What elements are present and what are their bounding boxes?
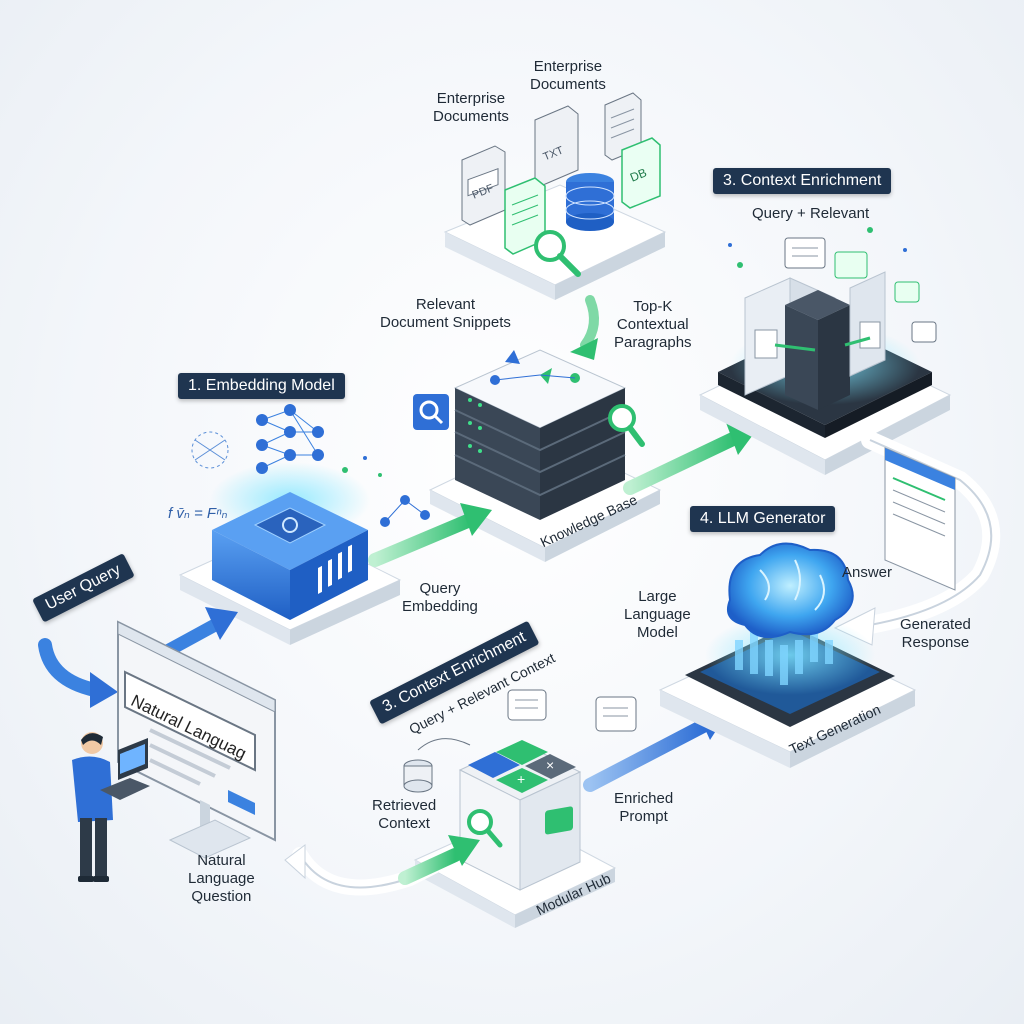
chat-bubble-hub-icon xyxy=(507,689,637,732)
search-tile-icon xyxy=(413,394,449,430)
query-relevant-top-label: Query + Relevant xyxy=(752,205,870,222)
hub-magnifier-icon xyxy=(467,809,503,848)
arrow-docs-to-kb xyxy=(580,295,599,350)
brain-icon xyxy=(726,542,854,639)
context-enrichment-top-badge: 3. Context Enrichment xyxy=(713,168,892,194)
decorative-dots xyxy=(342,227,907,477)
arrow-context-to-llm xyxy=(833,431,1001,646)
svg-text:+: + xyxy=(517,771,525,787)
svg-text:×: × xyxy=(546,757,554,773)
context-enrichment-top-server xyxy=(744,271,886,410)
neural-network-icon xyxy=(256,404,324,474)
generated-response-document-icon xyxy=(884,447,956,591)
embedding-model-badge: 1. Embedding Model xyxy=(178,373,345,399)
modular-hub-cube: + × xyxy=(458,740,582,891)
answer-label: Answer xyxy=(842,564,893,581)
chat-bubble-icon xyxy=(784,237,937,343)
person-with-laptop xyxy=(72,732,150,882)
magnifier-icon xyxy=(534,230,581,277)
magnifier-green-icon xyxy=(608,404,645,447)
natural-language-input-field[interactable] xyxy=(124,670,256,772)
database-icon xyxy=(565,173,615,231)
formula-label: f v̄ₙ = Fⁿₙ xyxy=(168,505,228,522)
llm-generator-badge: 4. LLM Generator xyxy=(690,506,836,532)
llm-platform xyxy=(658,615,917,768)
retrieved-context-db-icon xyxy=(403,738,471,793)
arrow-embedding-to-kb xyxy=(368,503,492,567)
vector-node-icon xyxy=(380,495,430,527)
monitor-text-lines xyxy=(149,728,231,786)
arrow-question-to-hub xyxy=(284,835,480,896)
submit-button[interactable] xyxy=(228,790,255,815)
arrow-badge-to-monitor xyxy=(38,638,118,708)
db-file-icon xyxy=(621,137,661,209)
llm-grid-bars xyxy=(735,632,833,685)
molecule-sketch-icon xyxy=(191,431,229,469)
arrow-kb-to-context xyxy=(623,420,758,495)
embedding-model-box xyxy=(210,462,370,620)
knowledge-base-server xyxy=(453,349,627,520)
